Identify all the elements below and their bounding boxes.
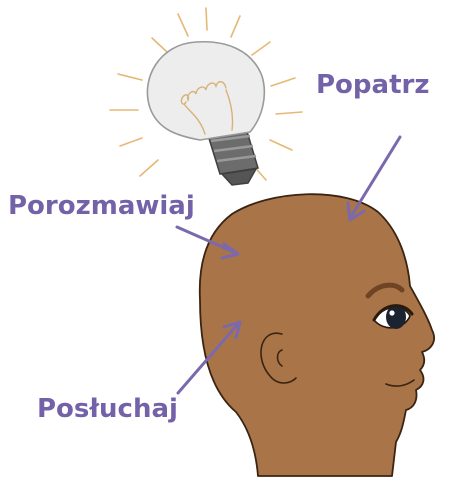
bulb-glass: [147, 42, 264, 140]
label-listen: Posłuchaj: [37, 394, 178, 424]
head-profile-icon: [200, 194, 434, 476]
arrow-look: [348, 137, 400, 220]
head-silhouette: [200, 194, 434, 476]
label-look: Popatrz: [316, 70, 429, 100]
label-talk: Porozmawiaj: [8, 191, 195, 221]
lightbulb-icon: [147, 42, 264, 185]
